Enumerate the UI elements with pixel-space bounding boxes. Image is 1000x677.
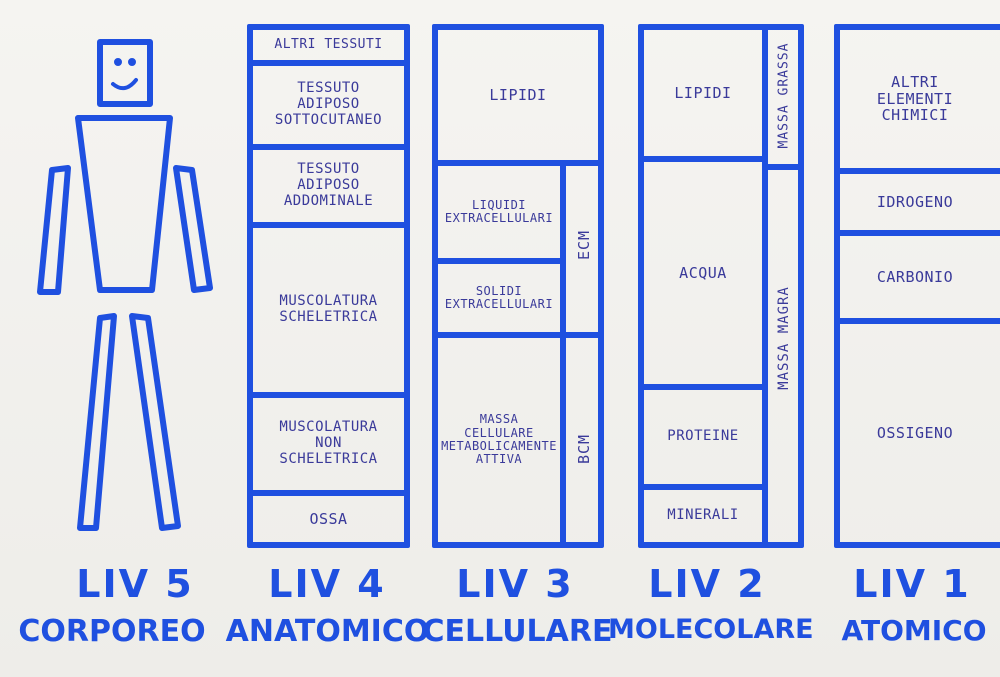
figure-right-leg xyxy=(129,313,181,531)
cell-minerali: MINERALI xyxy=(667,507,739,524)
figure-torso xyxy=(75,115,173,293)
figure-eye-left xyxy=(114,58,122,66)
label-massa-grassa: MASSA GRASSA xyxy=(776,42,792,149)
column-molecolare xyxy=(638,24,804,548)
level-4: LIV 4 xyxy=(268,562,386,606)
figure-left-arm xyxy=(37,165,71,295)
level-1-name: ATOMICO xyxy=(841,614,987,647)
figure-eye-right xyxy=(128,58,136,66)
figure-head xyxy=(97,39,153,107)
level-3-name: CELLULARE xyxy=(422,614,613,649)
column-anatomico xyxy=(247,24,410,548)
divider xyxy=(432,160,604,166)
divider xyxy=(834,168,1000,174)
divider xyxy=(560,160,566,548)
cell-altri-elementi-chimici: ALTRI ELEMENTI CHIMICI xyxy=(876,72,954,125)
divider xyxy=(834,230,1000,236)
cell-altri-tessuti: ALTRI TESSUTI xyxy=(274,36,383,52)
divider xyxy=(638,156,768,162)
cell-idrogeno: IDROGENO xyxy=(876,192,954,211)
divider xyxy=(247,490,410,496)
label-ecm: ECM xyxy=(575,229,593,261)
divider xyxy=(762,24,768,548)
label-bcm: BCM xyxy=(575,433,593,465)
divider xyxy=(247,144,410,150)
level-5: LIV 5 xyxy=(76,562,194,606)
divider xyxy=(247,60,410,66)
cell-muscolatura-non-scheletrica: MUSCOLATURA NON SCHELETRICA xyxy=(279,419,378,467)
cell-muscolatura-scheletrica: MUSCOLATURA SCHELETRICA xyxy=(279,293,378,325)
cell-massa-cellulare-metabolicamente-attiva: MASSA CELLULARE METABOLICAMENTE ATTIVA xyxy=(441,412,557,467)
cell-ossa: OSSA xyxy=(309,509,348,528)
divider xyxy=(834,318,1000,324)
cell-tessuto-adiposo-addominale: TESSUTO ADIPOSO ADDOMINALE xyxy=(283,161,374,209)
divider xyxy=(638,484,768,490)
cell-proteine: PROTEINE xyxy=(667,428,739,445)
figure-left-leg xyxy=(77,313,117,531)
level-2-name: MOLECOLARE xyxy=(608,614,814,645)
divider xyxy=(432,258,564,264)
level-5-name: CORPOREO xyxy=(18,614,206,649)
divider xyxy=(247,222,410,228)
level-1: LIV 1 xyxy=(853,562,971,606)
cell-lipidi-molecolare: LIPIDI xyxy=(674,83,732,102)
cell-carbonio: CARBONIO xyxy=(876,267,954,286)
figure-smile xyxy=(111,78,138,91)
cell-tessuto-adiposo-sottocutaneo: TESSUTO ADIPOSO SOTTOCUTANEO xyxy=(274,80,383,128)
figure-right-arm xyxy=(173,165,213,293)
cell-acqua: ACQUA xyxy=(679,263,727,282)
column-atomico xyxy=(834,24,1000,548)
level-4-name: ANATOMICO xyxy=(225,614,430,649)
divider xyxy=(638,384,768,390)
cell-ossigeno: OSSIGENO xyxy=(876,423,954,442)
level-2: LIV 2 xyxy=(648,562,766,606)
label-massa-magra: MASSA MAGRA xyxy=(776,286,792,390)
cell-solidi-extracellulari: SOLIDI EXTRACELLULARI xyxy=(444,283,554,311)
cell-lipidi-cellulare: LIPIDI xyxy=(489,85,547,104)
divider xyxy=(432,332,604,338)
column-cellulare xyxy=(432,24,604,548)
level-3: LIV 3 xyxy=(456,562,574,606)
divider xyxy=(247,392,410,398)
body-figure-icon xyxy=(37,39,213,531)
divider xyxy=(762,164,804,170)
cell-liquidi-extracellulari: LIQUIDI EXTRACELLULARI xyxy=(444,197,554,225)
